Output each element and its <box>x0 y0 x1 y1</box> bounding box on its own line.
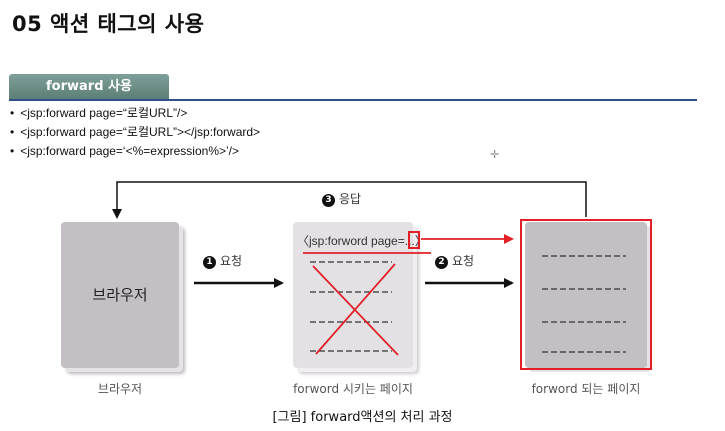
bullet-item: <jsp:forward page=“로컬URL”/> <box>10 104 260 123</box>
forward-target-page <box>525 222 647 368</box>
browser-box-label: 브라우저 <box>92 286 148 304</box>
browser-caption: 브라우저 <box>97 382 143 396</box>
crosshair-icon: ✛ <box>490 148 500 161</box>
step-number-badge: 2 <box>435 256 448 269</box>
bullet-item: <jsp:forward page=“로컬URL”></jsp:forward> <box>10 123 260 142</box>
response-arrow <box>112 181 587 219</box>
step-number-badge: 1 <box>203 256 216 269</box>
forward-source-caption: forword 시키는 페이지 <box>293 382 413 396</box>
figure-caption: [그림] forward액션의 처리 과정 <box>272 410 453 425</box>
jsp-code-end: 〉 <box>414 234 427 248</box>
bullet-list: <jsp:forward page=“로컬URL”/> <jsp:forward… <box>10 104 260 161</box>
section-divider <box>9 99 697 101</box>
target-page-lines <box>542 255 626 353</box>
page-title: 05 액션 태그의 사용 <box>12 12 205 36</box>
jsp-code-text: 〈jsp:forword page= <box>297 234 405 248</box>
step-number-badge: 3 <box>322 194 335 207</box>
cross-out-icon <box>312 263 399 356</box>
browser-box: 브라우저 <box>61 222 179 368</box>
code-highlight-box <box>408 231 420 249</box>
source-page-lines <box>310 261 392 352</box>
section-tab: forward 사용 <box>9 74 169 100</box>
target-highlight-box <box>520 219 652 370</box>
bullet-item: <jsp:forward page=‘<%=expression%>’/> <box>10 142 260 161</box>
forward-source-page <box>293 222 413 368</box>
forward-target-caption: forword 되는 페이지 <box>531 382 641 396</box>
